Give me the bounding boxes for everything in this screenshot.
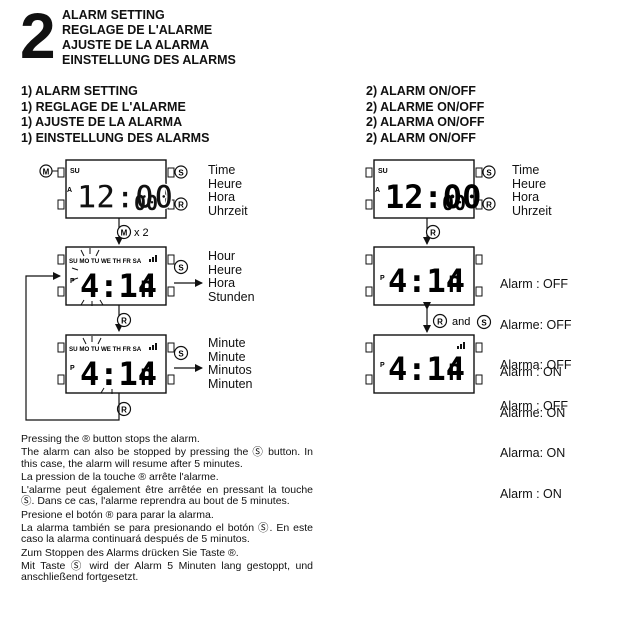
- labels-time-right: Time Heure Hora Uhrzeit: [512, 163, 552, 218]
- section2-heading-fr: 2) ALARME ON/OFF: [366, 99, 485, 114]
- blink-marks-hour: [71, 248, 104, 306]
- title-en: ALARM SETTING: [62, 8, 165, 22]
- s-press-icon-hour: S: [173, 259, 189, 275]
- alarm-suffix-hour: P: [140, 278, 153, 303]
- r-button-icon-right: R: [482, 197, 496, 211]
- svg-text:R: R: [486, 201, 492, 210]
- section1-heading-de: 1) EINSTELLUNG DES ALARMS: [21, 130, 210, 145]
- labels-time-left: Time Heure Hora Uhrzeit: [208, 163, 248, 218]
- section2-heading-de: 2) ALARM ON/OFF: [366, 130, 476, 145]
- day-row-minute: SU MO TU WE TH FR SA: [69, 346, 142, 353]
- r-toggle-icon: R: [432, 313, 448, 329]
- svg-text:R: R: [437, 318, 443, 327]
- svg-text:A: A: [375, 187, 380, 194]
- labels-alarm-off: Alarm : OFF Alarme: OFF Alarma: OFF Alar…: [500, 277, 572, 413]
- s-button-icon-right: S: [482, 165, 496, 179]
- svg-text:S: S: [178, 350, 184, 359]
- section2-heading-en: 2) ALARM ON/OFF: [366, 84, 476, 98]
- s-toggle-icon: S: [476, 314, 492, 330]
- svg-text:S: S: [486, 169, 492, 178]
- watch-display-alarm-off: P 4:14 P: [365, 246, 483, 306]
- press-count: x 2: [134, 227, 149, 239]
- step-titles: ALARM SETTING REGLAGE DE L'ALARME AJUSTE…: [62, 8, 236, 68]
- svg-text:R: R: [178, 201, 184, 210]
- labels-minute: Minute Minute Minutos Minuten: [208, 336, 253, 391]
- alarm-suffix-minute: P: [140, 366, 153, 391]
- section2-headings: 2) ALARM ON/OFF 2) ALARME ON/OFF 2) ALAR…: [366, 84, 485, 146]
- svg-text:R: R: [121, 406, 127, 415]
- section1-heading-fr: 1) REGLAGE DE L'ALARME: [21, 99, 186, 114]
- svg-text:SU: SU: [378, 168, 388, 175]
- alarm-on-signal-icon: [457, 342, 465, 349]
- note-fr-1: La pression de la touche ® arrête l'alar…: [21, 470, 219, 483]
- note-es-1: Presione el botón ® para parar la alarma…: [21, 508, 214, 521]
- labels-hour: Hour Heure Hora Stunden: [208, 249, 255, 304]
- note-fr-2: L'alarme peut également être arrêtée en …: [21, 484, 313, 508]
- instruction-notes: Pressing the ® button stops the alarm. T…: [21, 433, 313, 586]
- title-es: AJUSTE DE LA ALARMA: [62, 38, 209, 52]
- m-button-icon: M: [39, 164, 53, 178]
- section1-heading-es: 1) AJUSTE DE LA ALARMA: [21, 115, 183, 129]
- title-fr: REGLAGE DE L'ALARME: [62, 23, 213, 37]
- svg-text:4:14: 4:14: [388, 262, 465, 300]
- alarm-signal-icon-minute: [149, 343, 157, 350]
- section2-heading-es: 2) ALARMA ON/OFF: [366, 115, 485, 129]
- alarm-signal-icon: [149, 255, 157, 262]
- svg-text:R: R: [121, 317, 127, 326]
- am-indicator: A: [67, 187, 72, 194]
- note-en-1: Pressing the ® button stops the alarm.: [21, 433, 200, 445]
- watch-display-hour: SU MO TU WE TH FR SA P 4:14 P: [57, 246, 175, 306]
- svg-text:S: S: [178, 264, 184, 273]
- svg-text:00: 00: [442, 191, 466, 215]
- note-de-2: Mit Taste Ⓢ wird der Alarm 5 Minuten lan…: [21, 559, 313, 584]
- svg-text:P: P: [380, 362, 385, 369]
- title-de: EINSTELLUNG DES ALARMS: [62, 53, 236, 67]
- r-press-icon-return: R: [116, 401, 132, 417]
- note-de-1: Zum Stoppen des Alarms drücken Sie Taste…: [21, 546, 239, 559]
- blink-marks-minute: [82, 336, 113, 394]
- section1-heading-en: 1) ALARM SETTING: [21, 84, 138, 98]
- alarm-digits-hour: 4:14: [80, 267, 157, 305]
- watch-display-time-right: SU A 12:00 00: [365, 159, 483, 219]
- note-en-2: The alarm can also be stopped by pressin…: [21, 446, 313, 470]
- watch-display-time-left: SU A 12:00 00: [57, 159, 175, 219]
- watch-display-minute: SU MO TU WE TH FR SA P 4:14 P: [57, 334, 175, 394]
- step-number: 2: [20, 0, 56, 72]
- r-press-icon: R: [116, 312, 132, 328]
- svg-text:P: P: [380, 275, 385, 282]
- r-button-icon: R: [174, 197, 188, 211]
- labels-alarm-on: Alarm : ON Alarme: ON Alarma: ON Alarm :…: [500, 365, 566, 501]
- m-press-icon: M: [116, 224, 132, 240]
- svg-text:S: S: [178, 169, 184, 178]
- svg-text:P: P: [448, 273, 461, 298]
- svg-text:4:14: 4:14: [388, 350, 465, 388]
- watch-display-alarm-on: P 4:14 P: [365, 334, 483, 394]
- s-press-icon-minute: S: [173, 345, 189, 361]
- s-button-icon: S: [174, 165, 188, 179]
- r-press-icon-right: R: [425, 224, 441, 240]
- svg-text:M: M: [43, 168, 50, 177]
- seconds-digits: 00: [134, 191, 158, 215]
- alarm-digits-minute: 4:14: [80, 355, 157, 393]
- svg-text:S: S: [481, 319, 487, 328]
- pm-indicator-minute: P: [70, 365, 75, 372]
- svg-text:R: R: [430, 229, 436, 238]
- sunday-indicator: SU: [70, 168, 80, 175]
- section1-headings: 1) ALARM SETTING 1) REGLAGE DE L'ALARME …: [21, 84, 209, 146]
- day-row-hour: SU MO TU WE TH FR SA: [69, 258, 142, 265]
- svg-text:12:00: 12:00: [385, 178, 481, 216]
- time-digits: 12:00: [77, 178, 173, 216]
- pm-indicator-hour: P: [70, 278, 75, 285]
- return-loop-arrow: [25, 272, 120, 421]
- svg-text:P: P: [448, 361, 461, 386]
- svg-text:M: M: [121, 229, 128, 238]
- note-es-2: La alarma también se para presionando el…: [21, 522, 313, 546]
- and-text: and: [452, 316, 470, 328]
